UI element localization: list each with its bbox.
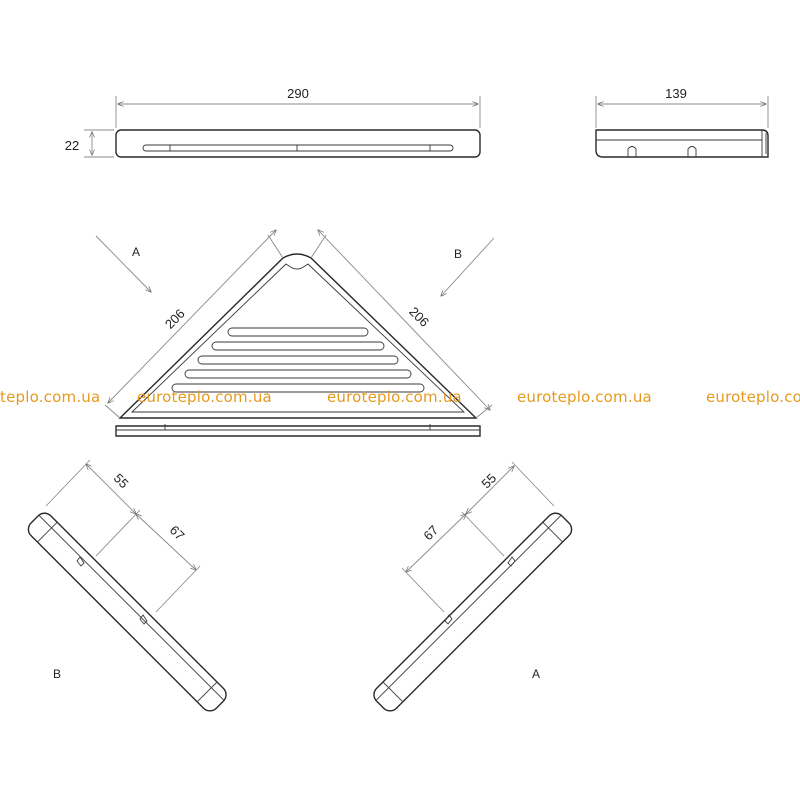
- side-view-a-body: [373, 512, 573, 712]
- view-arrow-b: [441, 237, 495, 296]
- shelf-front-rail: [115, 425, 481, 437]
- watermark-text: teplo.com.ua: [0, 388, 101, 406]
- side-view-a: 55 67 A: [373, 461, 573, 712]
- mount-peg: [507, 556, 516, 567]
- dimension-line-67-a: [406, 514, 466, 572]
- dimension-22: 22: [65, 138, 79, 153]
- shelf-outline: [118, 253, 478, 419]
- dimension-line-55-b: [86, 464, 136, 514]
- front-view-slot: [142, 144, 454, 152]
- side-view-b-body: [27, 512, 227, 712]
- shelf-slot: [227, 327, 369, 337]
- mount-peg: [444, 614, 453, 625]
- dimension-67-b: 67: [167, 522, 188, 543]
- shelf-inner-outline: [130, 263, 466, 413]
- watermark-text: euroteplo.com.ua: [137, 388, 272, 406]
- plan-view: 206 206 A B: [95, 230, 495, 437]
- front-view: 290 22: [65, 86, 481, 158]
- dimension-line-67-b: [136, 514, 196, 570]
- shelf-slot: [197, 355, 399, 365]
- watermark-text: euroteplo.com.ua: [517, 388, 652, 406]
- front-view-body: [115, 129, 481, 158]
- view-label-a: A: [532, 667, 540, 681]
- side-view-b: 55 67 B: [27, 459, 227, 712]
- dimension-67-a: 67: [420, 522, 441, 543]
- dimension-line-206-left: [108, 230, 276, 403]
- mount-peg: [76, 556, 85, 567]
- dimension-55-a: 55: [478, 470, 499, 491]
- dimension-line-206-right: [318, 230, 490, 410]
- view-label-b: B: [53, 667, 61, 681]
- dimension-206-left: 206: [162, 306, 188, 332]
- side-view: 139: [595, 86, 769, 158]
- dimension-55-b: 55: [111, 470, 132, 491]
- view-arrow-label-b: B: [454, 247, 462, 261]
- side-view-notch: [687, 146, 697, 157]
- shelf-slot: [211, 341, 385, 351]
- shelf-slot: [184, 369, 412, 379]
- watermark-text: euroteplo.com.ua: [706, 388, 800, 406]
- dimension-line-55-a: [466, 466, 514, 514]
- view-arrow-label-a: A: [132, 245, 140, 259]
- dimension-139: 139: [665, 86, 687, 101]
- view-arrow-a: [95, 235, 151, 292]
- dimension-290: 290: [287, 86, 309, 101]
- watermark-text: euroteplo.com.ua: [327, 388, 462, 406]
- side-view-body: [595, 129, 769, 158]
- mount-peg: [139, 614, 148, 625]
- side-view-notch: [627, 146, 637, 157]
